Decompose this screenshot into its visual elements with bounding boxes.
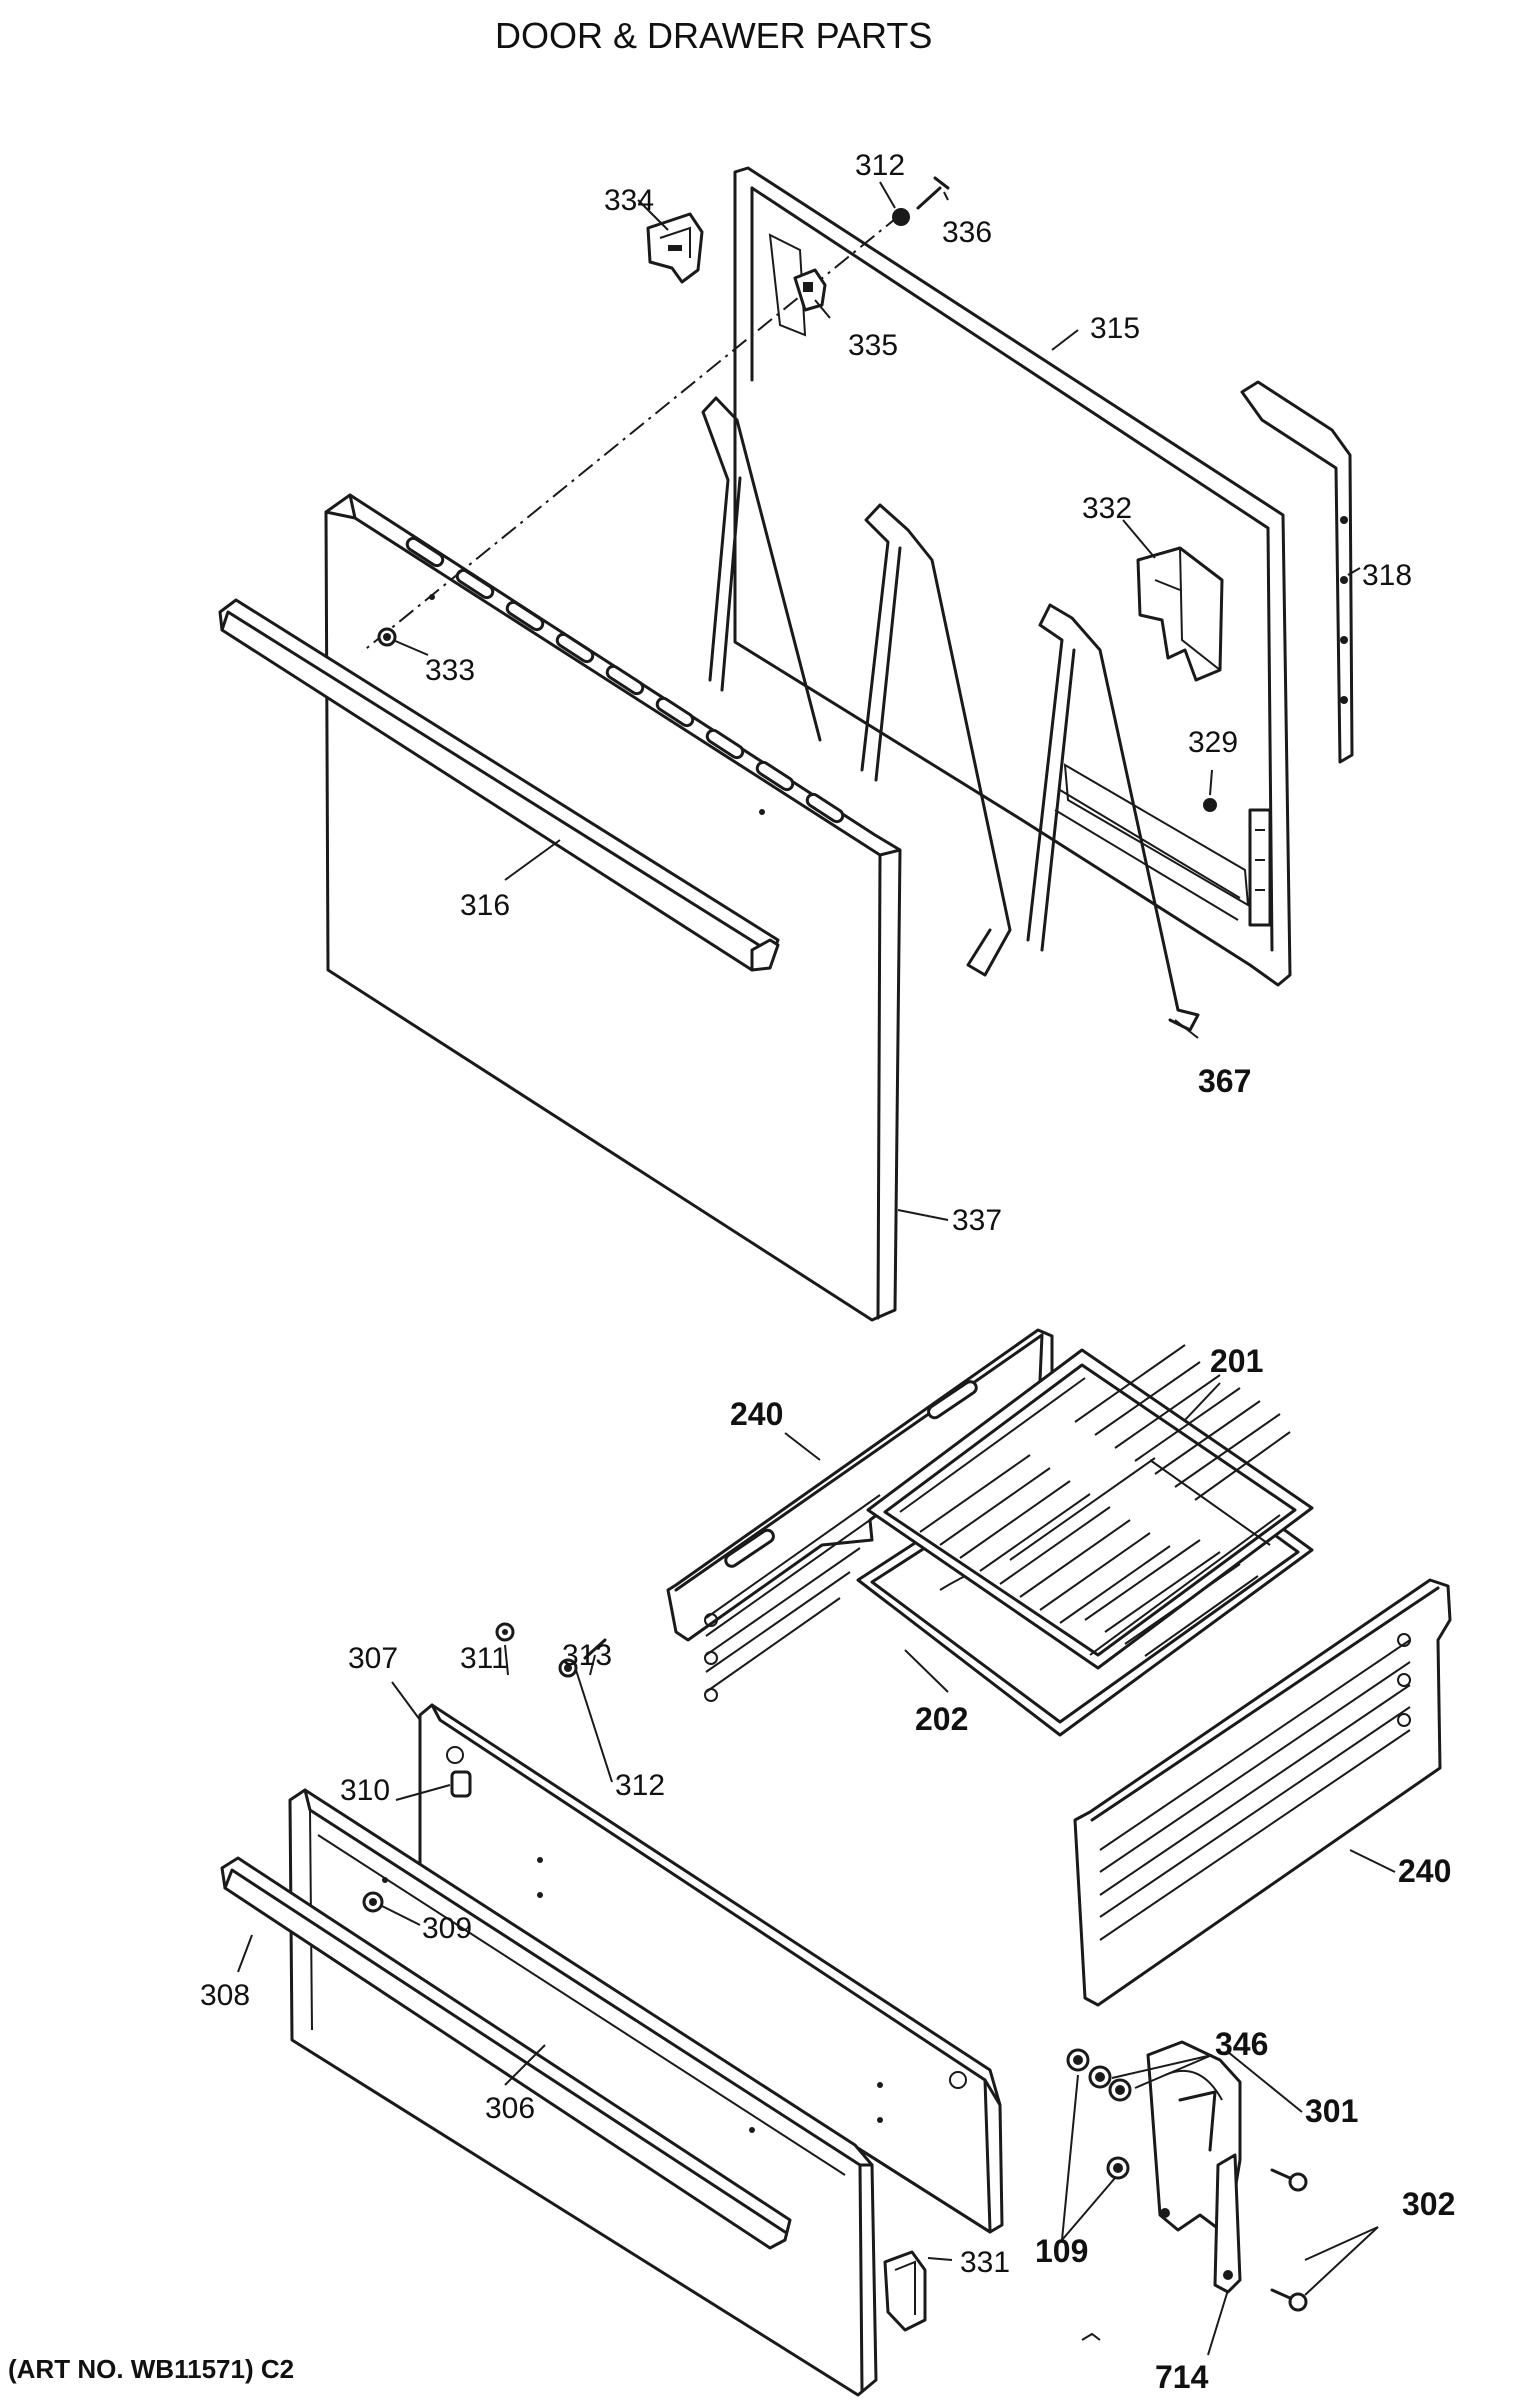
part-label-318: 318 bbox=[1362, 559, 1412, 592]
part-label-334: 334 bbox=[604, 184, 654, 217]
part-label-332: 332 bbox=[1082, 492, 1132, 525]
grid-slots bbox=[919, 1344, 1291, 1657]
door-bracket bbox=[646, 212, 704, 284]
part-label-331: 331 bbox=[960, 2246, 1010, 2279]
part-label-307: 307 bbox=[348, 1642, 398, 1675]
part-label-315: 315 bbox=[1090, 312, 1140, 345]
part-label-316: 316 bbox=[460, 889, 510, 922]
part-label-312: 312 bbox=[855, 149, 905, 182]
drawer-rear-bracket bbox=[1146, 2040, 1242, 2294]
washer-icon bbox=[1088, 2065, 1112, 2089]
screw-icon bbox=[1270, 2288, 1308, 2312]
part-label-346: 346 bbox=[1215, 2026, 1268, 2062]
part-label-240-left: 240 bbox=[730, 1396, 783, 1432]
part-label-337: 337 bbox=[952, 1204, 1002, 1237]
diagram-title: DOOR & DRAWER PARTS bbox=[495, 15, 932, 56]
door-springs bbox=[701, 396, 1200, 1032]
washer-icon bbox=[1106, 2156, 1130, 2180]
door-handle bbox=[218, 598, 780, 972]
part-label-313: 313 bbox=[562, 1639, 612, 1672]
diagram-mark bbox=[1081, 2332, 1101, 2341]
part-label-240-right: 240 bbox=[1398, 1853, 1451, 1889]
part-label-306: 306 bbox=[485, 2092, 535, 2125]
part-label-335: 335 bbox=[848, 329, 898, 362]
inner-door-liner bbox=[733, 166, 1292, 987]
part-label-312-drawer: 312 bbox=[615, 1769, 665, 1802]
part-label-302: 302 bbox=[1402, 2186, 1455, 2222]
door-channel-strip bbox=[1240, 380, 1354, 764]
broiler-grid bbox=[866, 1344, 1314, 1670]
screw-icon bbox=[583, 1638, 607, 1660]
part-label-714: 714 bbox=[1155, 2359, 1209, 2395]
drawer-slide-clip bbox=[883, 2250, 927, 2332]
part-label-309: 309 bbox=[422, 1912, 472, 1945]
part-label-109: 109 bbox=[1035, 2233, 1088, 2269]
left-side-panel bbox=[666, 1328, 1054, 1702]
part-label-202: 202 bbox=[915, 1701, 968, 1737]
drawer-handle bbox=[220, 1856, 792, 2250]
screw-icon bbox=[916, 176, 950, 210]
drawer-stop bbox=[450, 1770, 472, 1798]
screw-icon bbox=[1203, 798, 1217, 812]
part-label-301: 301 bbox=[1305, 2093, 1358, 2129]
door-clip bbox=[793, 268, 827, 312]
hex-nut-icon bbox=[892, 208, 910, 226]
art-number: (ART NO. WB11571) C2 bbox=[8, 2354, 294, 2384]
screw-icon bbox=[1270, 2168, 1308, 2192]
washer-icon bbox=[1066, 2048, 1090, 2072]
part-label-336: 336 bbox=[942, 216, 992, 249]
outer-door-panel bbox=[324, 493, 902, 1322]
part-label-367: 367 bbox=[1198, 1063, 1251, 1099]
right-side-panel bbox=[1073, 1578, 1452, 2007]
part-label-333: 333 bbox=[425, 654, 475, 687]
insulation-block bbox=[1136, 546, 1224, 682]
part-label-201: 201 bbox=[1210, 1343, 1263, 1379]
vent-slots bbox=[405, 536, 845, 824]
washer-icon bbox=[1108, 2078, 1132, 2102]
part-label-310: 310 bbox=[340, 1774, 390, 1807]
part-label-311: 311 bbox=[460, 1642, 508, 1675]
leader-lines bbox=[237, 181, 1396, 2356]
part-label-308: 308 bbox=[200, 1979, 250, 2012]
part-label-329: 329 bbox=[1188, 726, 1238, 759]
